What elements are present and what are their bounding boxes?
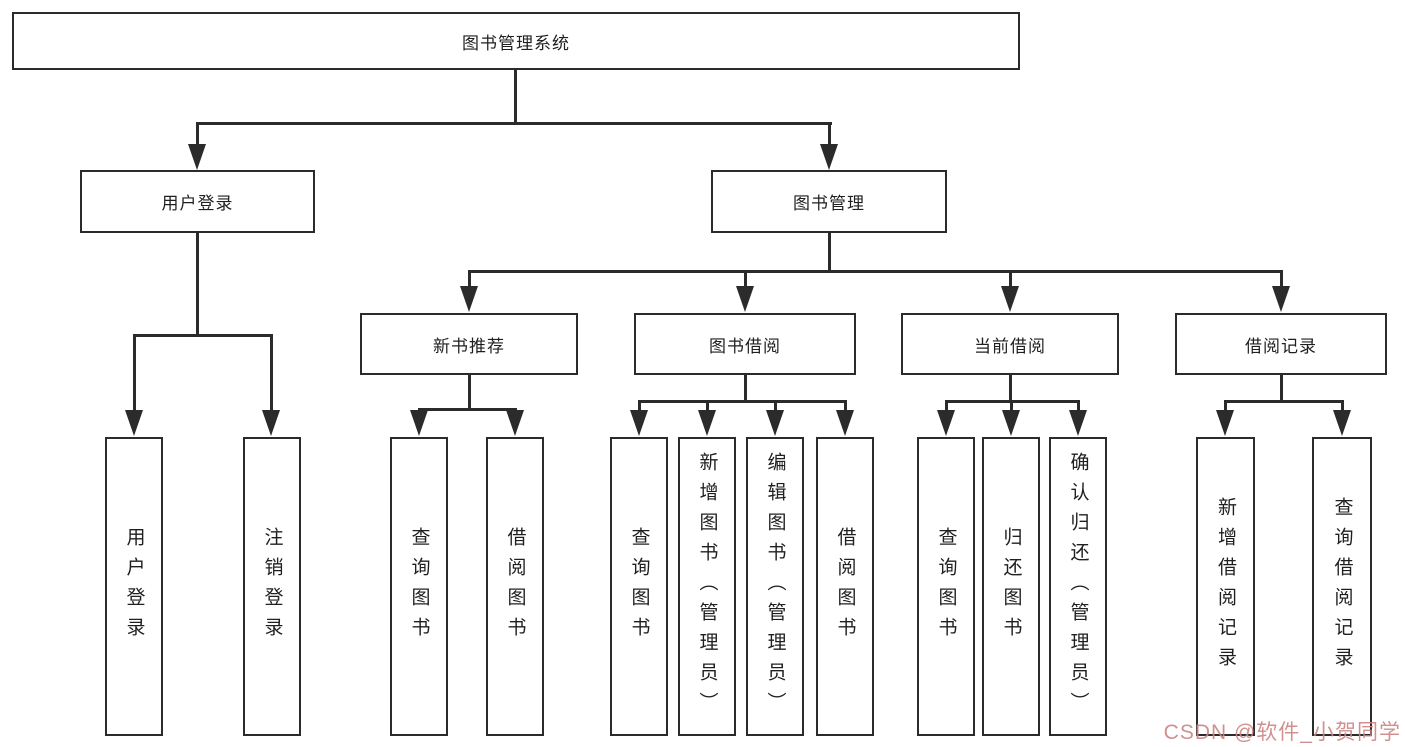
arrow-down-icon bbox=[506, 410, 524, 436]
node-label: 查询图书 bbox=[408, 526, 430, 647]
node-label: 查询图书 bbox=[935, 526, 957, 647]
connector-line bbox=[1009, 375, 1012, 400]
connector-line bbox=[468, 270, 1282, 273]
connector-line bbox=[270, 334, 273, 410]
node-label: 图书管理系统 bbox=[462, 33, 570, 53]
node-label: 归还图书 bbox=[1000, 526, 1022, 647]
arrow-down-icon bbox=[1001, 286, 1019, 312]
arrow-down-icon bbox=[1069, 410, 1087, 436]
node-user-login-group: 用户登录 bbox=[80, 170, 315, 233]
connector-line bbox=[828, 122, 831, 146]
leaf-query-books-borrow: 查询图书 bbox=[610, 437, 668, 736]
connector-line bbox=[1077, 400, 1080, 410]
leaf-query-books-current: 查询图书 bbox=[917, 437, 975, 736]
connector-line bbox=[133, 334, 136, 410]
node-label: 新书推荐 bbox=[433, 336, 505, 356]
arrow-down-icon bbox=[460, 286, 478, 312]
node-label: 借阅图书 bbox=[504, 526, 526, 647]
arrow-down-icon bbox=[410, 410, 428, 436]
connector-line bbox=[1224, 400, 1344, 403]
connector-line bbox=[468, 270, 471, 286]
leaf-query-borrow-record: 查询借阅记录 bbox=[1312, 437, 1372, 736]
arrow-down-icon bbox=[1002, 410, 1020, 436]
csdn-watermark: CSDN @软件_小贺同学 bbox=[1163, 721, 1401, 744]
node-label: 确认归还（管理员） bbox=[1067, 451, 1089, 722]
connector-line bbox=[638, 400, 847, 403]
node-label: 图书管理 bbox=[793, 194, 865, 213]
connector-line bbox=[468, 375, 471, 408]
arrow-down-icon bbox=[125, 410, 143, 436]
node-book-borrow: 图书借阅 bbox=[634, 313, 856, 375]
arrow-down-icon bbox=[188, 144, 206, 170]
connector-line bbox=[638, 400, 641, 410]
connector-line bbox=[196, 233, 199, 334]
arrow-down-icon bbox=[736, 286, 754, 312]
arrow-down-icon bbox=[820, 144, 838, 170]
connector-line bbox=[196, 122, 199, 146]
connector-line bbox=[1009, 270, 1012, 286]
node-label: 注销登录 bbox=[261, 526, 283, 647]
node-label: 借阅图书 bbox=[834, 526, 856, 647]
connector-line bbox=[133, 334, 273, 337]
node-borrow-record: 借阅记录 bbox=[1175, 313, 1387, 375]
connector-line bbox=[196, 122, 832, 125]
connector-line bbox=[774, 400, 777, 410]
arrow-down-icon bbox=[937, 410, 955, 436]
node-label: 查询图书 bbox=[628, 526, 650, 647]
connector-line bbox=[844, 400, 847, 410]
node-label: 用户登录 bbox=[123, 526, 145, 647]
leaf-return-books: 归还图书 bbox=[982, 437, 1040, 736]
leaf-user-login: 用户登录 bbox=[105, 437, 163, 736]
leaf-add-borrow-record: 新增借阅记录 bbox=[1196, 437, 1255, 736]
arrow-down-icon bbox=[262, 410, 280, 436]
node-label: 借阅记录 bbox=[1245, 336, 1317, 356]
arrow-down-icon bbox=[836, 410, 854, 436]
arrow-down-icon bbox=[630, 410, 648, 436]
node-label: 图书借阅 bbox=[709, 336, 781, 356]
arrow-down-icon bbox=[1272, 286, 1290, 312]
node-label: 新增借阅记录 bbox=[1215, 496, 1236, 677]
node-label: 查询借阅记录 bbox=[1331, 496, 1353, 677]
connector-line bbox=[744, 270, 747, 286]
connector-line bbox=[514, 70, 517, 122]
leaf-query-books-recommend: 查询图书 bbox=[390, 437, 448, 736]
leaf-edit-books-admin: 编辑图书（管理员） bbox=[746, 437, 804, 736]
connector-line bbox=[1280, 270, 1283, 286]
connector-line bbox=[945, 400, 948, 410]
arrow-down-icon bbox=[766, 410, 784, 436]
leaf-borrow-books: 借阅图书 bbox=[816, 437, 874, 736]
arrow-down-icon bbox=[1333, 410, 1351, 436]
connector-line bbox=[828, 233, 831, 270]
connector-line bbox=[1224, 400, 1227, 410]
leaf-add-books-admin: 新增图书（管理员） bbox=[678, 437, 736, 736]
node-label: 用户登录 bbox=[161, 194, 234, 213]
connector-line bbox=[706, 400, 709, 410]
node-label: 当前借阅 bbox=[974, 336, 1046, 356]
node-current-borrow: 当前借阅 bbox=[901, 313, 1119, 375]
node-library-system: 图书管理系统 bbox=[12, 12, 1020, 70]
arrow-down-icon bbox=[1216, 410, 1234, 436]
leaf-confirm-return-admin: 确认归还（管理员） bbox=[1049, 437, 1107, 736]
node-book-management: 图书管理 bbox=[711, 170, 947, 233]
connector-line bbox=[418, 408, 517, 411]
connector-line bbox=[1280, 375, 1283, 400]
connector-line bbox=[744, 375, 747, 400]
leaf-borrow-books-recommend: 借阅图书 bbox=[486, 437, 544, 736]
arrow-down-icon bbox=[698, 410, 716, 436]
node-label: 新增图书（管理员） bbox=[696, 451, 718, 722]
node-new-book-recommend: 新书推荐 bbox=[360, 313, 578, 375]
node-label: 编辑图书（管理员） bbox=[764, 451, 786, 722]
connector-line bbox=[1010, 400, 1013, 410]
leaf-logout: 注销登录 bbox=[243, 437, 301, 736]
connector-line bbox=[1341, 400, 1344, 410]
